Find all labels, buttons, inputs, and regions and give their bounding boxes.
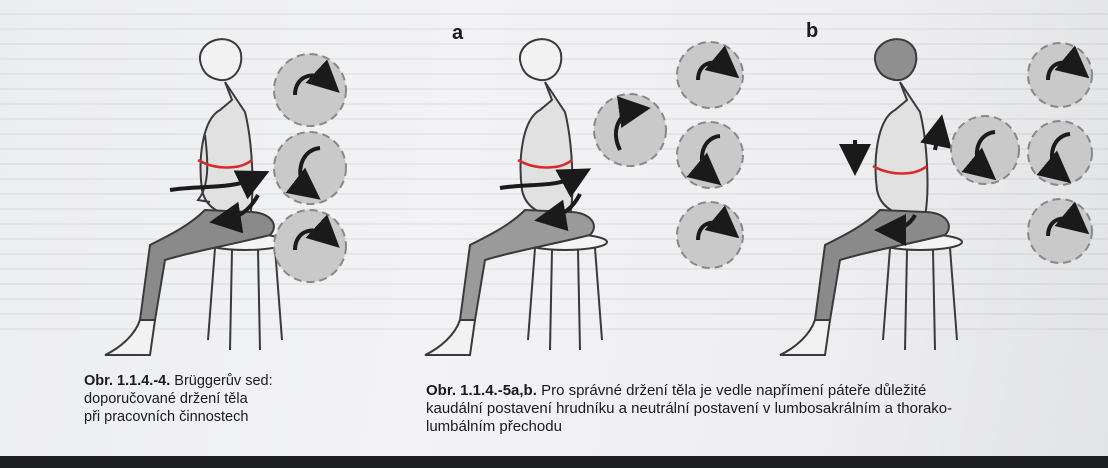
gear-icon [274, 132, 346, 204]
figure-5-number: Obr. 1.1.4.-5a,b. [426, 382, 537, 399]
figure-5-caption-line-3: lumbálním přechodu [426, 418, 1101, 436]
gear-icon [1028, 121, 1092, 185]
gear-stack-1 [274, 54, 346, 282]
page-bottom-edge [0, 456, 1108, 468]
figure-4-caption-line-2: doporučované držení těla [84, 390, 414, 408]
gear-icon [274, 210, 346, 282]
figure-5a-illustration [415, 20, 745, 370]
gear-icon [1028, 199, 1092, 263]
figure-5-caption: Obr. 1.1.4.-5a,b. Pro správné držení těl… [426, 382, 1101, 436]
figure-4-caption-line-1: Brüggerův sed: [174, 373, 272, 389]
seated-figure-illustration [105, 39, 274, 355]
figure-5-caption-line-1: Pro správné držení těla je vedle napříme… [541, 382, 926, 399]
figure-4-caption-line-3: při pracovních činnostech [84, 408, 414, 426]
gear-icon [677, 122, 743, 188]
gear-icon [1028, 43, 1092, 107]
figure-4-caption: Obr. 1.1.4.-4. Brüggerův sed: doporučova… [84, 372, 414, 426]
panel-label-b: b [806, 20, 818, 43]
gear-icon [951, 116, 1019, 184]
figure-5b-illustration [775, 20, 1100, 370]
gear-icon [677, 42, 743, 108]
gear-icon [594, 94, 666, 166]
figure-5-caption-line-2: kaudální postavení hrudníku a neutrální … [426, 400, 1101, 418]
figure-1-illustration [80, 20, 370, 370]
figure-4-number: Obr. 1.1.4.-4. [84, 373, 170, 389]
gear-icon [677, 202, 743, 268]
gear-icon [274, 54, 346, 126]
panel-label-a: a [452, 22, 463, 45]
